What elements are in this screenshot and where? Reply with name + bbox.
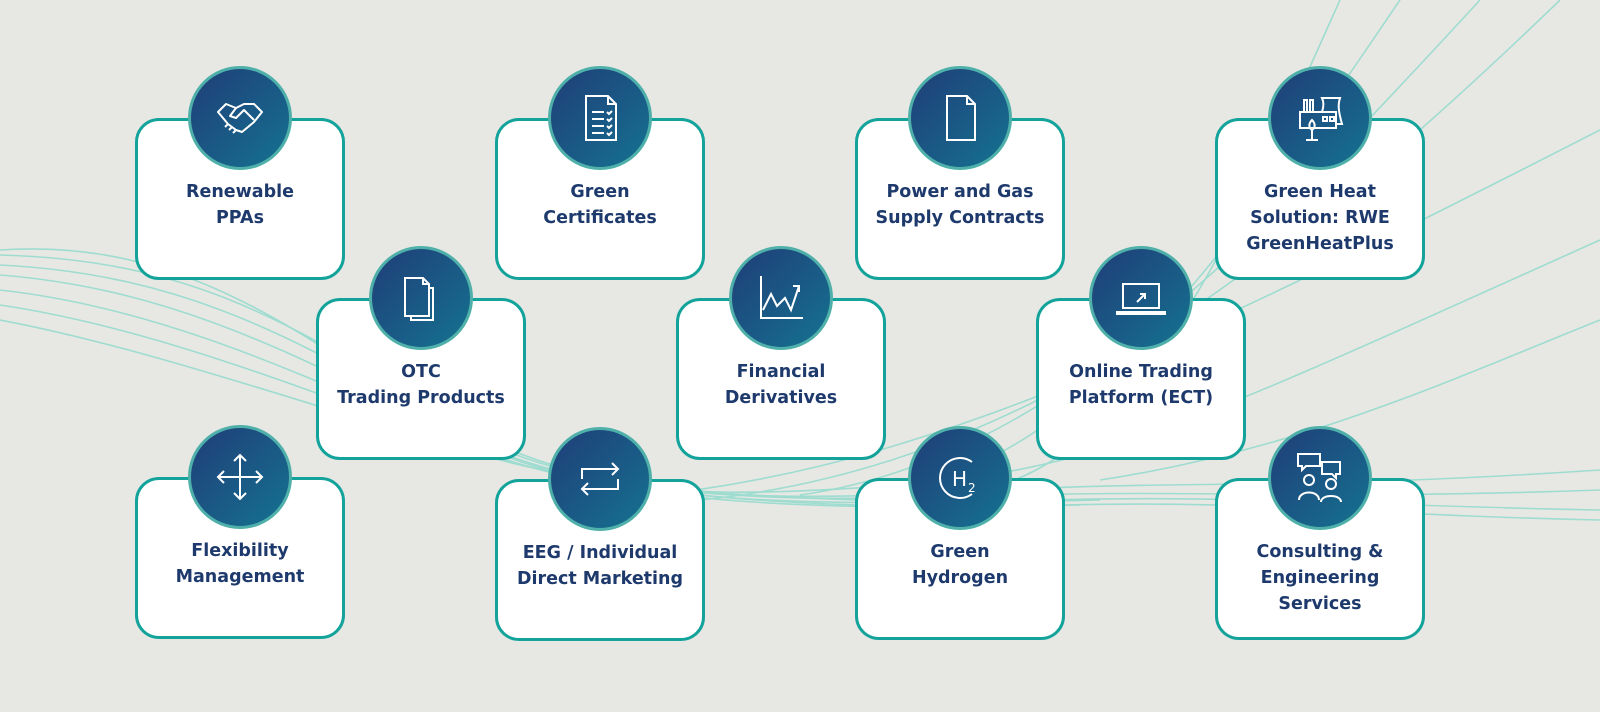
checklist-document-icon xyxy=(548,66,652,170)
card-label: Engineering xyxy=(1260,568,1380,588)
handshake-icon xyxy=(188,66,292,170)
card-otc-trading: OTC Trading Products xyxy=(316,246,526,460)
card-label: Green Heat xyxy=(1264,182,1376,202)
svg-text:2: 2 xyxy=(968,481,976,495)
card-label: Hydrogen xyxy=(911,568,1009,588)
card-label: Services xyxy=(1278,594,1362,614)
chart-trend-icon xyxy=(729,246,833,350)
card-label: GreenHeatPlus xyxy=(1246,234,1394,254)
card-label: EEG / Individual xyxy=(522,543,678,563)
document-icon xyxy=(908,66,1012,170)
card-label: Renewable xyxy=(185,182,295,202)
card-label: Direct Marketing xyxy=(516,569,684,589)
card-label: Green xyxy=(930,542,990,562)
consulting-people-icon xyxy=(1268,426,1372,530)
move-arrows-icon xyxy=(188,425,292,529)
card-label: Derivatives xyxy=(724,388,838,408)
card-label: Management xyxy=(175,567,305,587)
card-label: Certificates xyxy=(543,208,657,228)
heat-plant-icon xyxy=(1268,66,1372,170)
card-label: Power and Gas xyxy=(886,182,1034,202)
card-label: Flexibility xyxy=(191,541,289,561)
card-label: Online Trading xyxy=(1069,362,1213,382)
card-label: Green xyxy=(570,182,630,202)
card-label: Consulting & xyxy=(1256,542,1384,562)
card-label: Platform (ECT) xyxy=(1068,388,1214,408)
card-label: PPAs xyxy=(215,208,264,228)
card-label: OTC xyxy=(401,362,441,382)
exchange-arrows-icon xyxy=(548,427,652,531)
laptop-icon xyxy=(1089,246,1193,350)
card-label: Financial xyxy=(736,362,826,382)
svg-text:H: H xyxy=(952,467,967,491)
card-label: Trading Products xyxy=(337,388,505,408)
card-label: Solution: RWE xyxy=(1250,208,1390,228)
card-label: Supply Contracts xyxy=(875,208,1045,228)
documents-icon xyxy=(369,246,473,350)
